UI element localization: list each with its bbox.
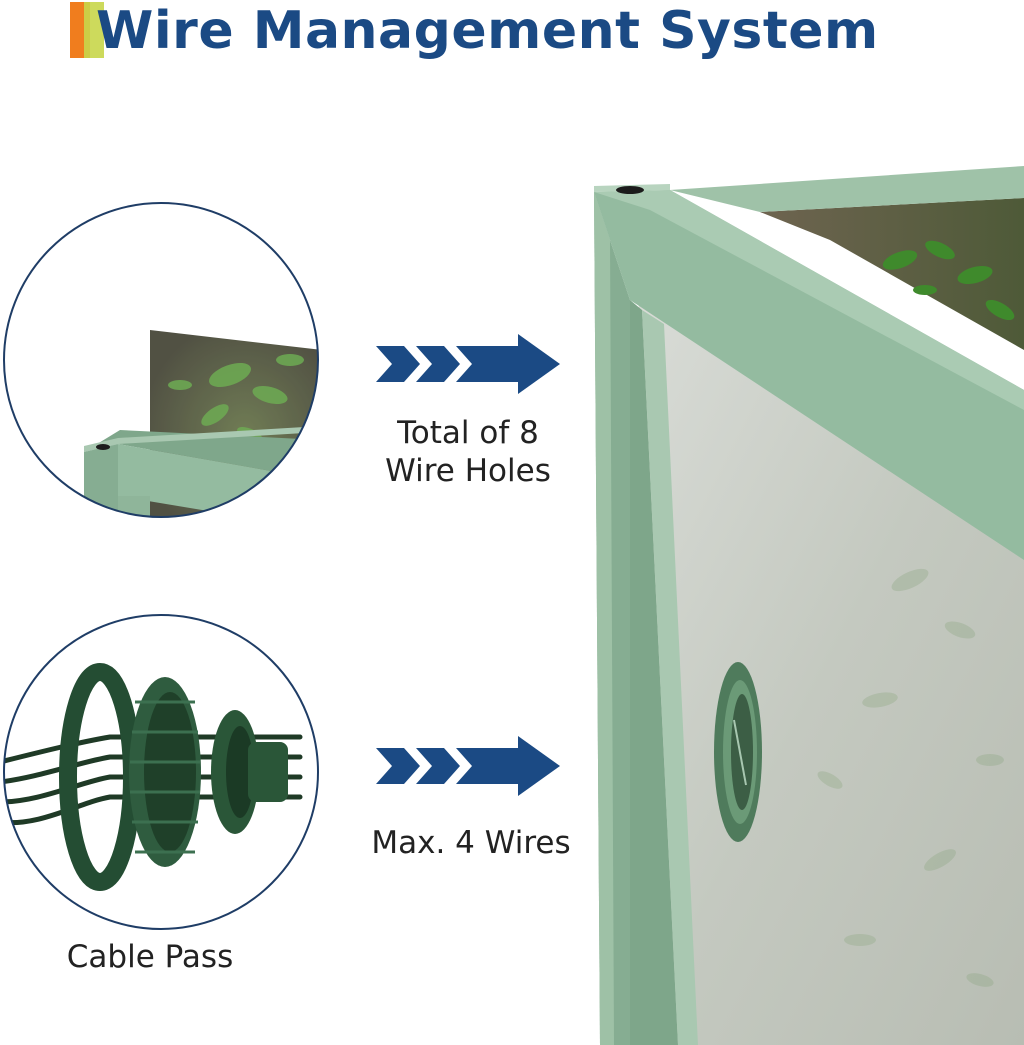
cable-pass-grommet-icon: [4, 663, 303, 891]
wire-holes-label-line2: Wire Holes: [385, 453, 551, 489]
title-accent-bar: [70, 2, 104, 58]
corner-closeup-circle: [3, 202, 319, 518]
cable-pass-circle: [3, 614, 319, 930]
page-title: Wire Management System: [96, 1, 879, 61]
max-wires-label: Max. 4 Wires: [371, 825, 571, 861]
enclosure-corner-view: [594, 166, 1024, 1045]
cable-pass-caption: Cable Pass: [66, 939, 234, 975]
triple-chevron-arrow-icon: [376, 736, 560, 796]
wire-holes-label-line1: Total of 8: [397, 415, 539, 451]
triple-chevron-arrow-icon: [376, 334, 560, 394]
cable-pass-grommet-icon: [714, 662, 762, 842]
